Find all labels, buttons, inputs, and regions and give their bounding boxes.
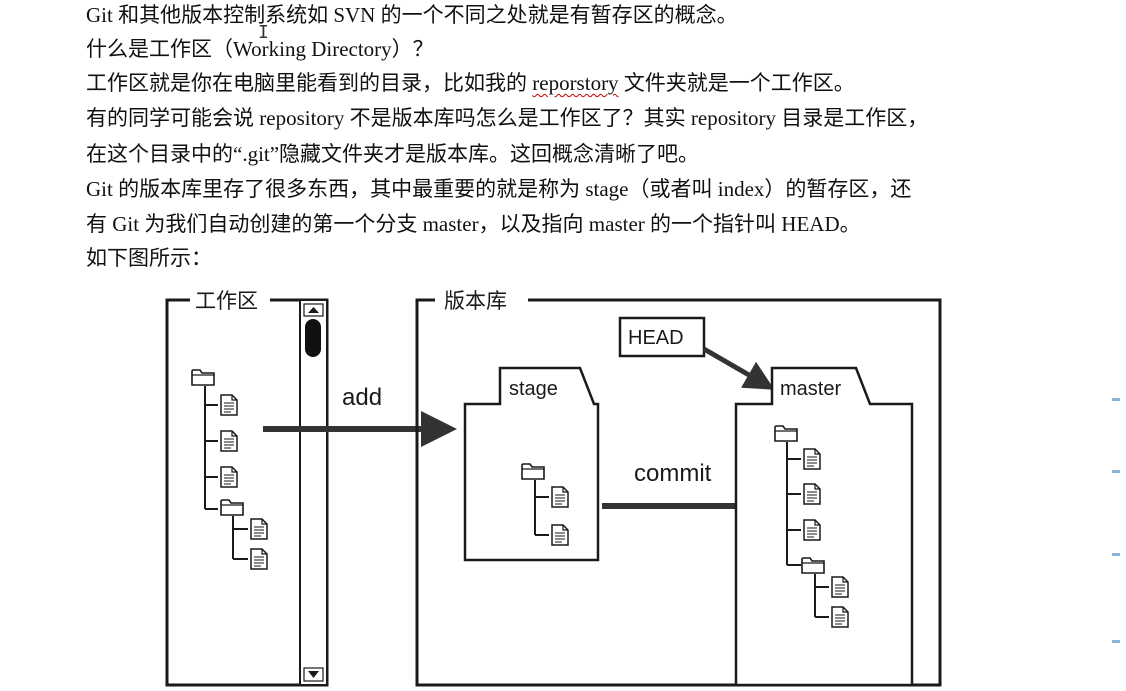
misspelled-word[interactable]: reporstory bbox=[532, 71, 619, 95]
scroll-marker bbox=[1112, 398, 1120, 401]
file-icon bbox=[551, 486, 569, 508]
add-arrow: add bbox=[263, 384, 457, 447]
folder-icon bbox=[220, 499, 244, 516]
working-directory-label: 工作区 bbox=[195, 290, 258, 313]
master-branch: master bbox=[734, 366, 914, 687]
working-directory-tree bbox=[191, 369, 268, 570]
head-pointer: HEAD bbox=[618, 316, 775, 390]
text-cursor-icon: I bbox=[258, 22, 269, 43]
folder-icon bbox=[191, 369, 215, 386]
text-line-3-start: 工作区就是你在电脑里能看到的目录，比如我的 bbox=[86, 71, 533, 95]
file-icon bbox=[220, 466, 238, 488]
file-icon bbox=[220, 430, 238, 452]
folder-icon bbox=[521, 463, 545, 480]
add-label: add bbox=[342, 384, 382, 411]
text-line-3-end: 文件夹就是一个工作区。 bbox=[618, 71, 855, 95]
file-icon bbox=[220, 394, 238, 416]
text-line-3: 工作区就是你在电脑里能看到的目录，比如我的 reporstory 文件夹就是一个… bbox=[86, 70, 855, 96]
stage-area: stage bbox=[463, 366, 600, 562]
scrollbar[interactable] bbox=[299, 299, 328, 686]
text-line-8: 如下图所示： bbox=[86, 246, 212, 270]
file-icon bbox=[250, 518, 268, 540]
scrollbar-thumb[interactable] bbox=[305, 319, 321, 357]
text-line-7: 有 Git 为我们自动创建的第一个分支 master，以及指向 master 的… bbox=[86, 212, 861, 236]
file-icon bbox=[250, 548, 268, 570]
working-directory-box: 工作区 bbox=[165, 290, 329, 687]
text-line-1: Git 和其他版本控制系统如 SVN 的一个不同之处就是有暂存区的概念。 bbox=[86, 3, 738, 27]
scroll-marker bbox=[1112, 470, 1120, 473]
repository-label: 版本库 bbox=[444, 290, 507, 313]
master-label: master bbox=[780, 378, 841, 400]
file-icon bbox=[831, 606, 849, 628]
file-icon bbox=[551, 524, 569, 546]
file-icon bbox=[803, 483, 821, 505]
text-line-5: 在这个目录中的“.git”隐藏文件夹才是版本库。这回概念清晰了吧。 bbox=[86, 142, 700, 166]
head-label: HEAD bbox=[628, 327, 684, 349]
git-workflow-diagram: 工作区 bbox=[165, 290, 942, 687]
text-line-2: 什么是工作区（Working Directory）？ bbox=[86, 37, 434, 61]
scroll-marker bbox=[1112, 640, 1120, 643]
folder-icon bbox=[801, 557, 825, 574]
file-icon bbox=[803, 519, 821, 541]
file-icon bbox=[803, 448, 821, 470]
folder-icon bbox=[774, 425, 798, 442]
scroll-marker bbox=[1112, 553, 1120, 556]
repository-box: 版本库 bbox=[415, 290, 942, 687]
commit-label: commit bbox=[634, 460, 712, 487]
text-line-4: 有的同学可能会说 repository 不是版本库吗怎么是工作区了？其实 rep… bbox=[86, 106, 929, 130]
file-icon bbox=[831, 576, 849, 598]
text-line-6: Git 的版本库里存了很多东西，其中最重要的就是称为 stage（或者叫 ind… bbox=[86, 177, 912, 201]
stage-label: stage bbox=[509, 378, 558, 400]
